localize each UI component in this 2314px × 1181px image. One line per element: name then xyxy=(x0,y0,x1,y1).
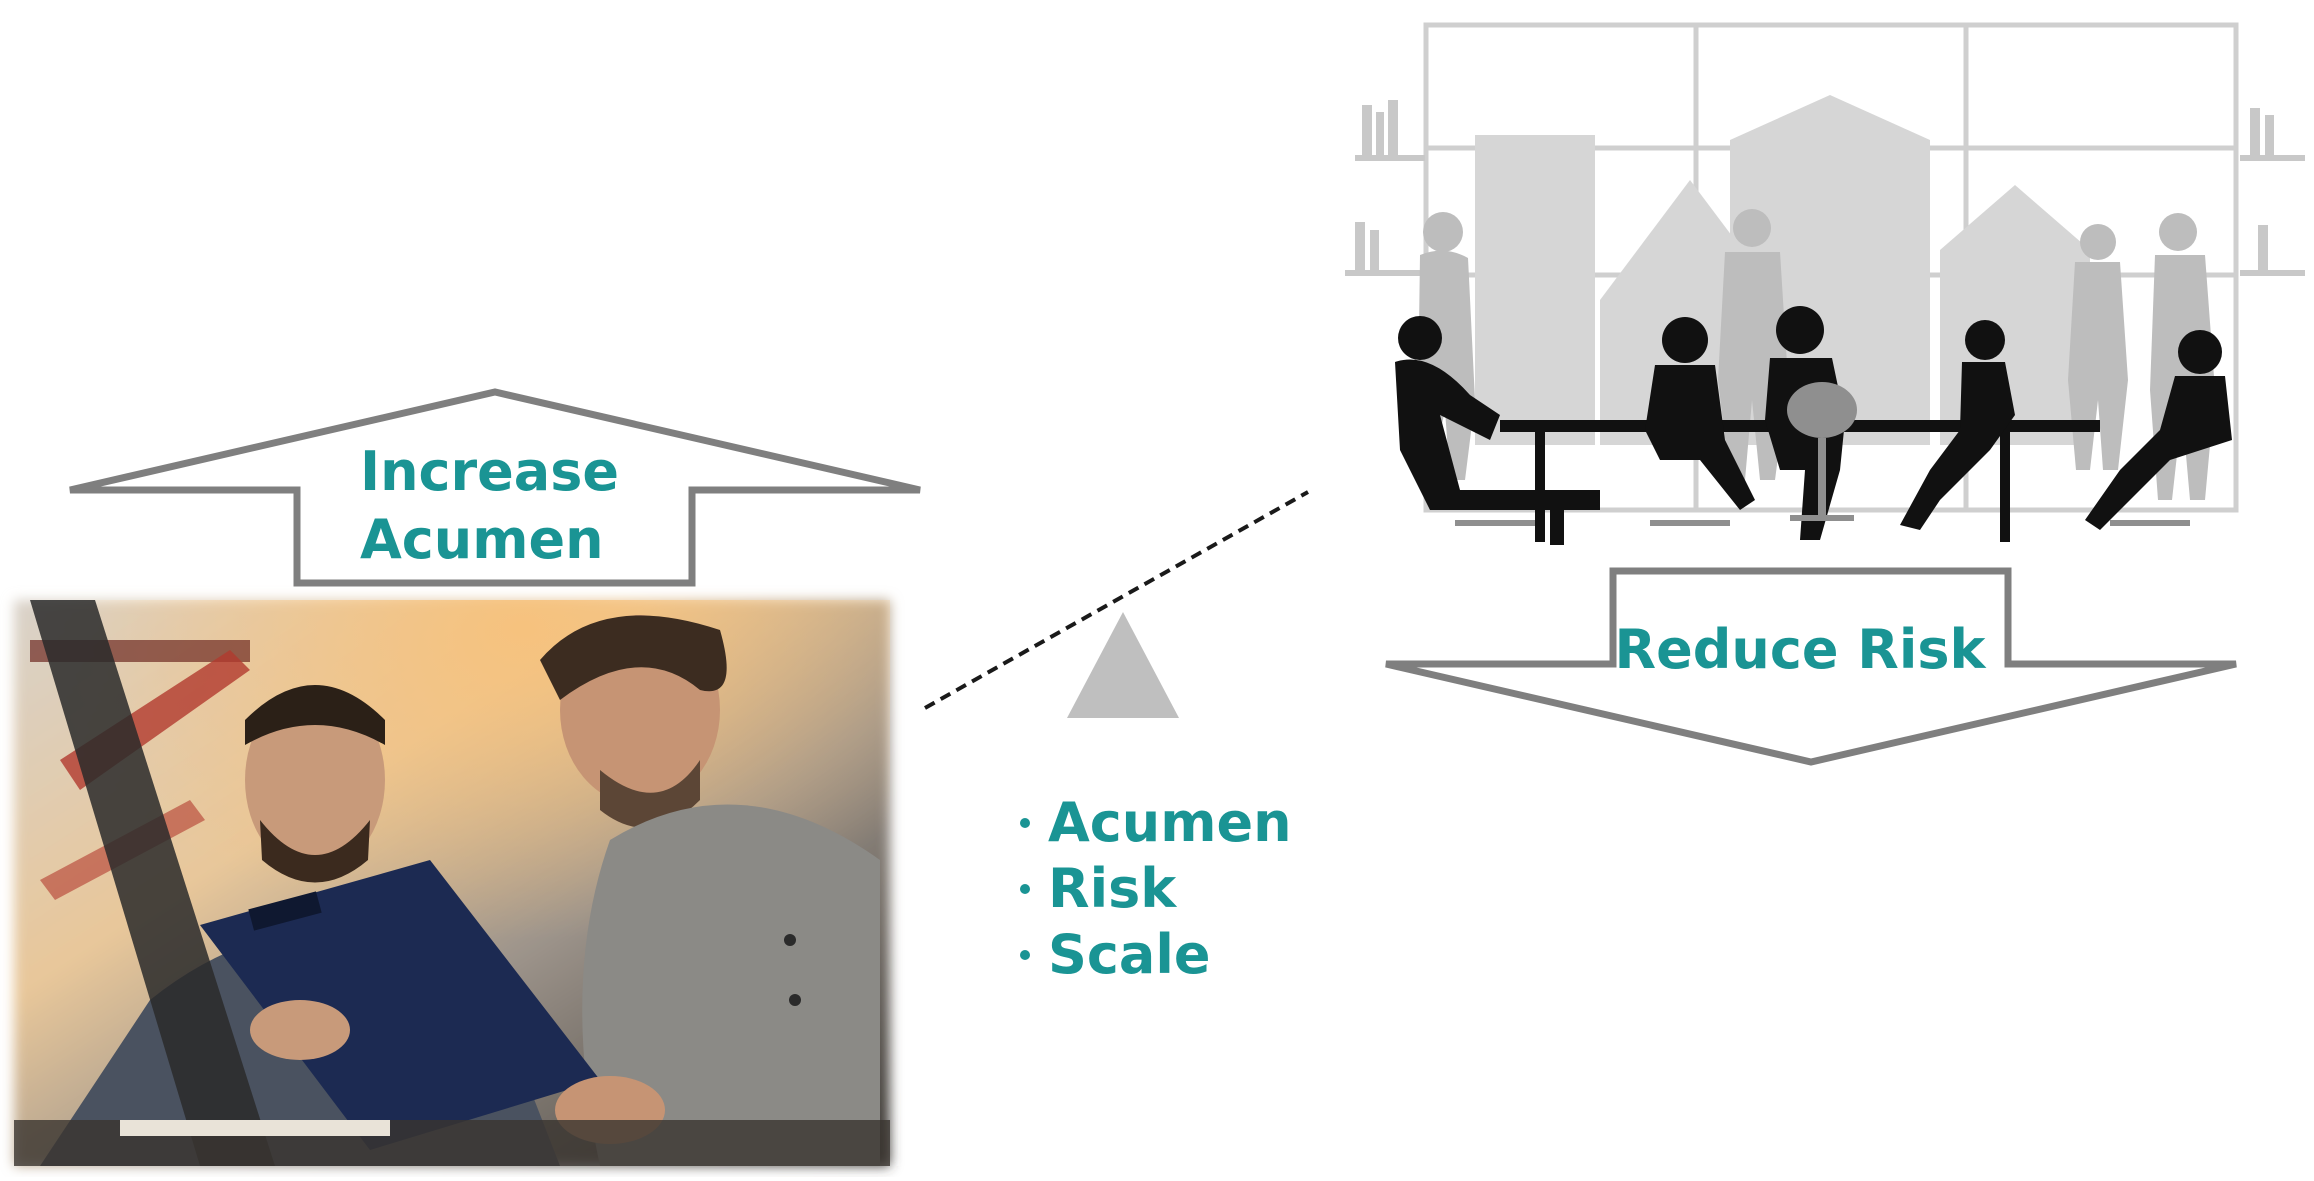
fulcrum-triangle-icon xyxy=(1067,612,1179,718)
list-item-label: Scale xyxy=(1048,923,1211,986)
reduce-risk-arrow xyxy=(1385,567,2237,766)
meeting-silhouette xyxy=(1345,22,2305,545)
list-item: Risk xyxy=(1020,856,1292,922)
reduce-risk-label: Reduce Risk xyxy=(1615,618,1987,681)
bullet-icon xyxy=(1020,884,1030,894)
list-item: Acumen xyxy=(1020,790,1292,856)
increase-acumen-label-line2: Acumen xyxy=(360,508,604,571)
list-item-label: Risk xyxy=(1048,857,1177,920)
seesaw-beam xyxy=(924,490,1309,710)
factor-list: Acumen Risk Scale xyxy=(1020,790,1292,988)
bullet-icon xyxy=(1020,818,1030,828)
workshop-photo xyxy=(14,600,890,1166)
increase-acumen-arrow xyxy=(69,388,921,587)
bullet-icon xyxy=(1020,950,1030,960)
increase-acumen-label-line1: Increase xyxy=(360,440,619,503)
list-item-label: Acumen xyxy=(1048,791,1292,854)
list-item: Scale xyxy=(1020,922,1292,988)
